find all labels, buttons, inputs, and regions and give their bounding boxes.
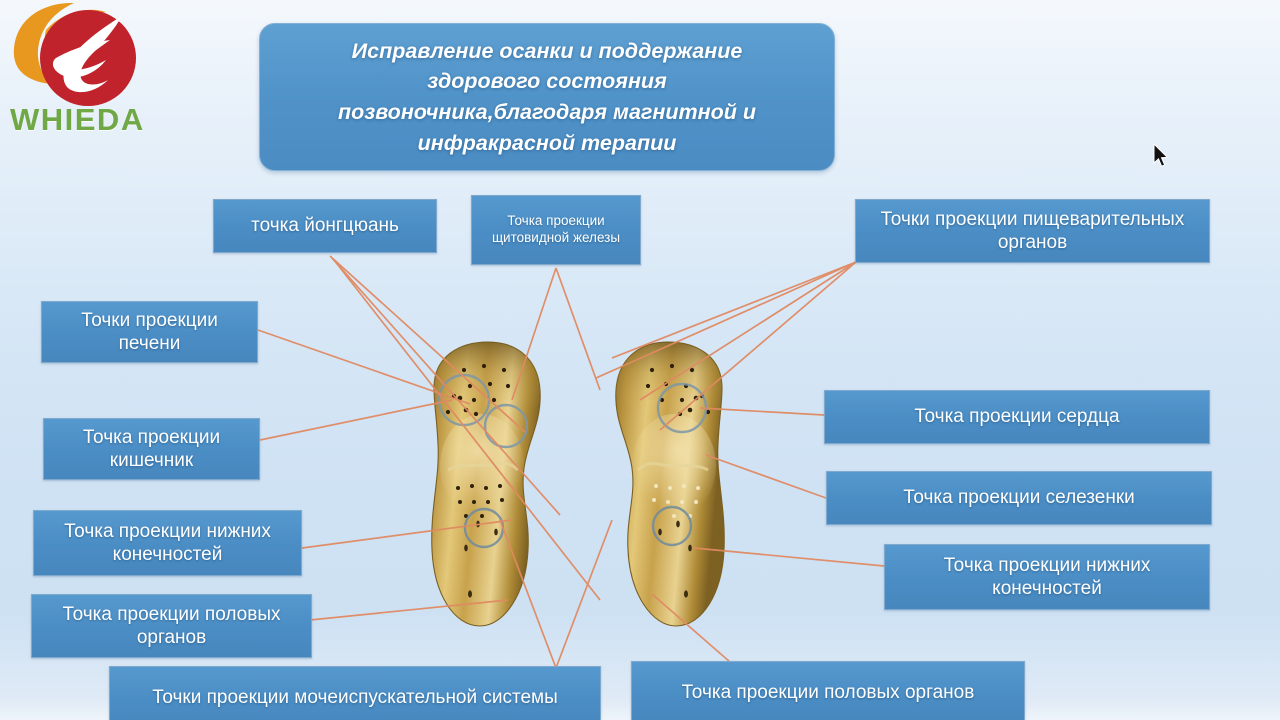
label-lower-limbs-right[interactable]: Точка проекции нижних конечностей	[884, 544, 1210, 610]
arrow-cursor	[1153, 143, 1169, 167]
label-genitals-left[interactable]: Точка проекции половых органов	[31, 594, 312, 658]
page-title: Исправление осанки и поддержание здорово…	[259, 23, 835, 171]
label-urinary-system[interactable]: Точки проекции мочеиспускательной систем…	[109, 666, 601, 720]
label-yongquan[interactable]: точка йонгцюань	[213, 199, 437, 253]
label-genitals-right[interactable]: Точка проекции половых органов	[631, 661, 1025, 720]
label-liver[interactable]: Точки проекции печени	[41, 301, 258, 363]
label-thyroid[interactable]: Точка проекции щитовидной железы	[471, 195, 641, 265]
label-intestine[interactable]: Точка проекции кишечник	[43, 418, 260, 480]
brand-logo: WHIEDA	[4, 0, 194, 150]
label-spleen[interactable]: Точка проекции селезенки	[826, 471, 1212, 525]
insole-illustration	[431, 341, 725, 627]
label-heart[interactable]: Точка проекции сердца	[824, 390, 1210, 444]
left-insole	[431, 341, 541, 627]
label-digestive-organs[interactable]: Точки проекции пищеварительных органов	[855, 199, 1210, 263]
right-insole	[615, 341, 725, 627]
brand-wordmark: WHIEDA	[10, 102, 145, 137]
label-lower-limbs-left[interactable]: Точка проекции нижних конечностей	[33, 510, 302, 576]
whieda-flame-leaf-icon	[13, 2, 136, 106]
